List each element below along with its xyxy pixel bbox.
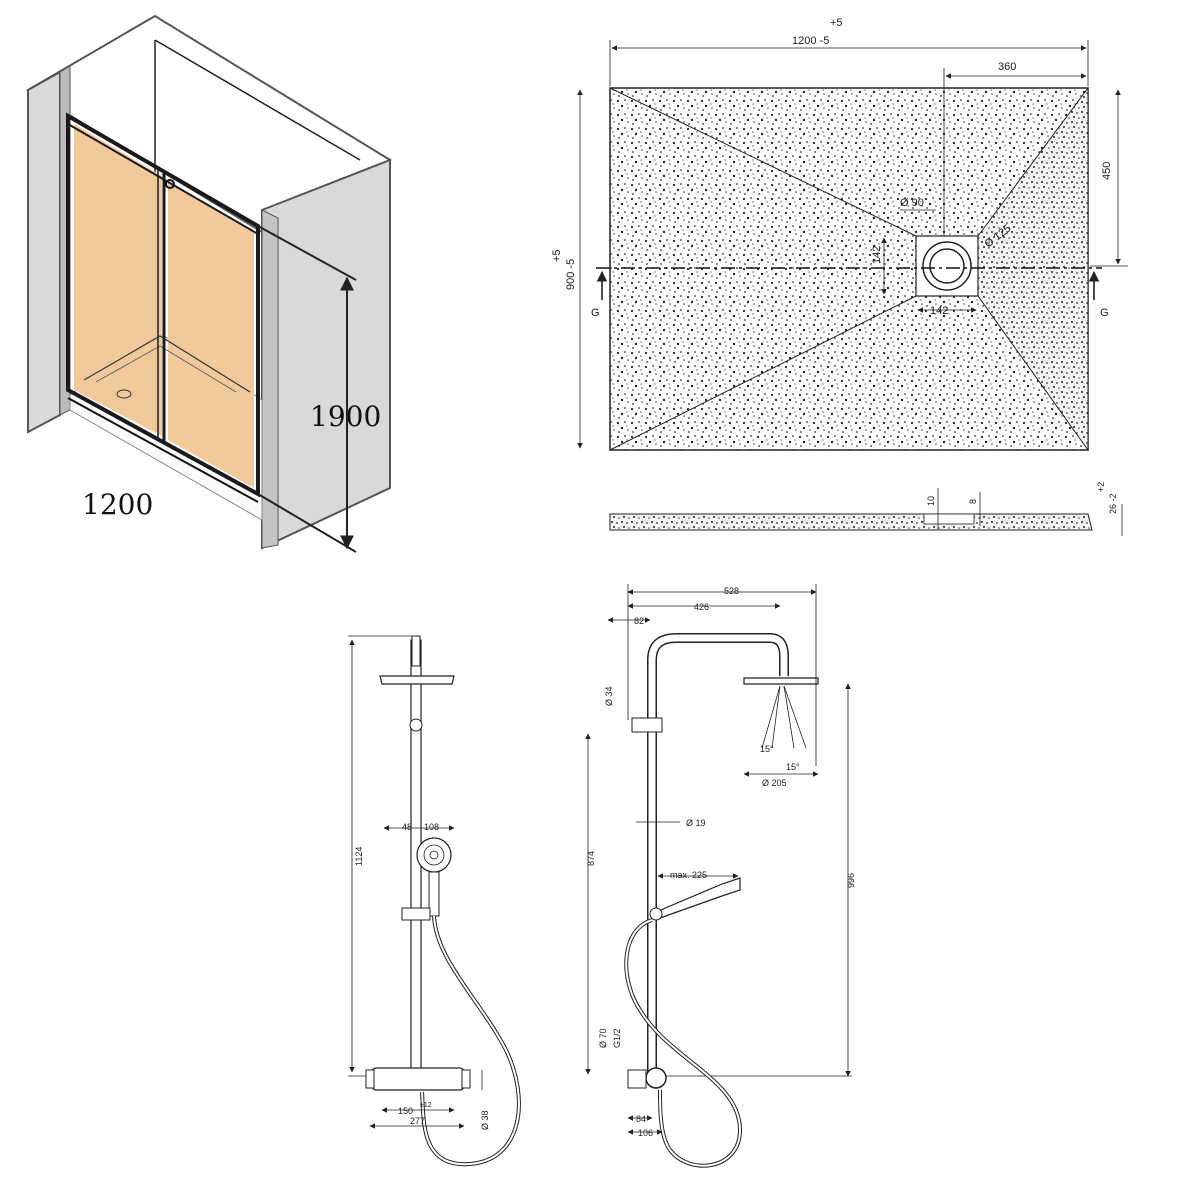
door-handle [165, 179, 175, 189]
front-bracket-upper [409, 718, 423, 732]
side-max-label: max. 225 [670, 870, 707, 880]
height-extension-top [257, 225, 357, 281]
tray-section-drain [923, 513, 975, 525]
side-rail-label: Ø 19 [686, 818, 706, 828]
side-82-label: 82 [634, 616, 644, 626]
side-handshower [655, 877, 741, 919]
section-tol-plus: +2 [1096, 482, 1106, 492]
enclosure-sill [67, 397, 259, 503]
width-label: 1200 [82, 488, 153, 521]
side-spray-left-2 [771, 685, 781, 749]
front-spacing-tol: ±12 [420, 1102, 432, 1109]
side-riser-inner [648, 634, 788, 1080]
tray-facet-line-1 [609, 87, 917, 237]
side-head [743, 677, 819, 685]
front-overhead-arm [411, 635, 421, 667]
side-996-label: 996 [846, 873, 856, 888]
side-874-label: 874 [586, 851, 596, 866]
drain-box-height-label: 142 [871, 246, 883, 264]
plan-width-label: 1200 -5 [792, 35, 829, 47]
tray-drain [116, 389, 132, 399]
enclosure-left-wall [27, 70, 61, 434]
plan-900-label: 900 -5 [565, 259, 577, 290]
front-hose [420, 915, 521, 1167]
side-slider-knob [649, 907, 663, 921]
side-riser [647, 633, 789, 1080]
front-hose-inner [421, 915, 520, 1166]
glass-panel-right [168, 182, 254, 488]
drain-diameter-label: Ø 90 [900, 197, 924, 209]
plan-900-tol: +5 [551, 249, 563, 262]
enclosure-right-wall [261, 158, 391, 550]
front-mixer-knob-right [461, 1069, 471, 1089]
side-84-label: 84 [636, 1114, 646, 1124]
side-spray-right-1 [783, 685, 795, 749]
side-mixer-body [627, 1069, 647, 1089]
side-inlet-g12-label: G1/2 [612, 1028, 622, 1048]
tray-plan-view: G G +5 1200 -5 360 450 +5 900 -5 Ø 90 Ø … [551, 17, 1128, 452]
height-extension-bottom [257, 493, 357, 553]
plan-360-label: 360 [998, 61, 1016, 73]
side-528-label: 528 [724, 586, 739, 596]
front-overhead-head [379, 675, 455, 685]
enclosure-isometric: 1900 1200 [26, 14, 392, 553]
section-10-label: 10 [926, 496, 936, 506]
front-spacing-label: 150 [398, 1106, 413, 1116]
shower-side-view: 15° 15° Ø 205 528 426 82 Ø 34 874 996 Ø … [585, 584, 856, 1168]
section-label-right: G [1100, 307, 1109, 319]
tray-section-view: 10 8 +2 26 -2 [609, 482, 1123, 536]
height-label: 1900 [310, 400, 381, 433]
enclosure-top-rail [67, 123, 259, 235]
side-bracket-label: Ø 34 [604, 686, 614, 706]
glass-panel-left [74, 124, 162, 436]
side-spray-left-1 [761, 685, 781, 749]
tray-section-profile [609, 513, 1093, 531]
section-8-label: 8 [968, 499, 978, 504]
front-48-label: 48 [402, 822, 412, 832]
tray-inner-outline [95, 345, 237, 393]
front-108-label: 108 [424, 822, 439, 832]
enclosure-back-top-edge [154, 39, 361, 161]
shower-front-view: 1124 48 108 150 ±12 277 Ø 38 [348, 635, 521, 1167]
front-height-label: 1124 [354, 847, 364, 866]
side-head-diameter-label: Ø 205 [762, 778, 787, 788]
front-handshower-center [429, 850, 439, 860]
front-38-label: Ø 38 [480, 1110, 490, 1130]
front-mixer-knob-left [365, 1069, 375, 1089]
plan-width-tol: +5 [830, 17, 843, 29]
side-spray-right-2 [783, 685, 807, 749]
drain-box-width-label: 142 [930, 305, 948, 317]
section-label-left: G [591, 307, 600, 319]
drain-inner [929, 248, 965, 284]
front-mixer-body [371, 1067, 465, 1091]
side-106-label: 106 [638, 1128, 653, 1138]
side-mixer [645, 1067, 667, 1089]
side-inlet-70-label: Ø 70 [598, 1028, 608, 1048]
side-bracket [631, 717, 663, 733]
side-angle-right: 15° [786, 762, 800, 772]
side-426-label: 426 [694, 602, 709, 612]
tray-outline [83, 335, 251, 393]
side-angle-left: 15° [760, 744, 774, 754]
front-width-label: 277 [410, 1116, 425, 1126]
section-thickness-label: 26 -2 [1108, 493, 1118, 514]
side-hose-inner [625, 919, 742, 1167]
plan-450-label: 450 [1101, 162, 1113, 180]
front-slider [401, 907, 431, 921]
tray-facet-line-2 [609, 295, 917, 451]
